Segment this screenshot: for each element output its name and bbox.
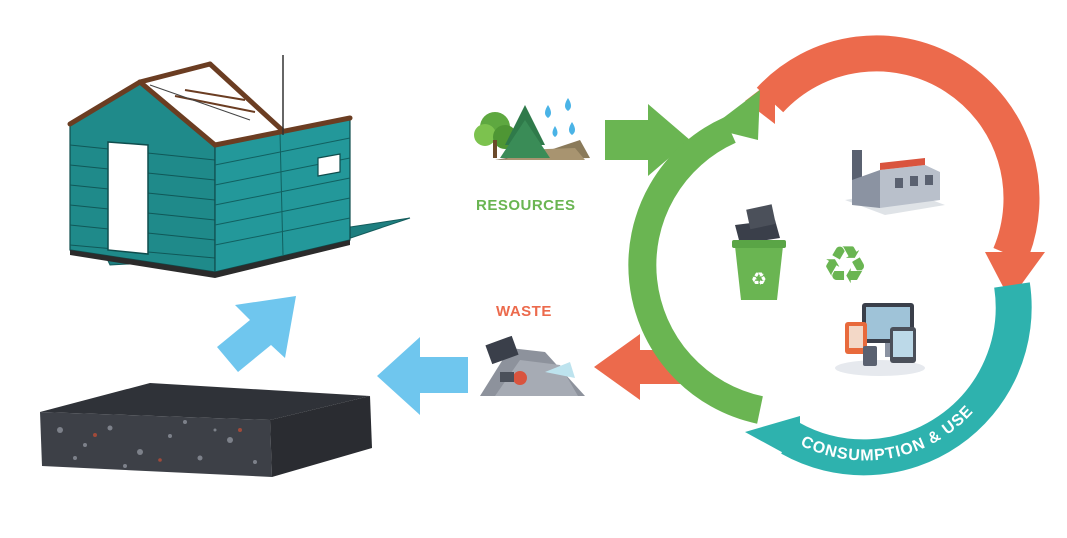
left-arrow-to-panel <box>377 337 468 415</box>
manufacturing-label: MANUFACTURING <box>785 102 942 153</box>
svg-text:♻: ♻ <box>751 269 767 290</box>
recycled-composite-panel <box>40 383 372 477</box>
recycling-label: RECYCLING <box>677 226 703 330</box>
recycle-bin-icon: ♻ <box>732 204 786 300</box>
up-arrow-to-house <box>217 296 296 372</box>
cycle-ring <box>628 35 1045 476</box>
waste-label: WASTE <box>496 303 552 320</box>
waste-pile-icon <box>480 335 585 396</box>
factory-icon <box>845 150 945 215</box>
modular-house-illustration <box>67 55 411 278</box>
recycle-symbol-icon: ♻ <box>822 236 869 296</box>
resources-icon <box>474 98 590 160</box>
devices-icon <box>835 303 925 376</box>
resources-label: RESOURCES <box>476 197 576 214</box>
